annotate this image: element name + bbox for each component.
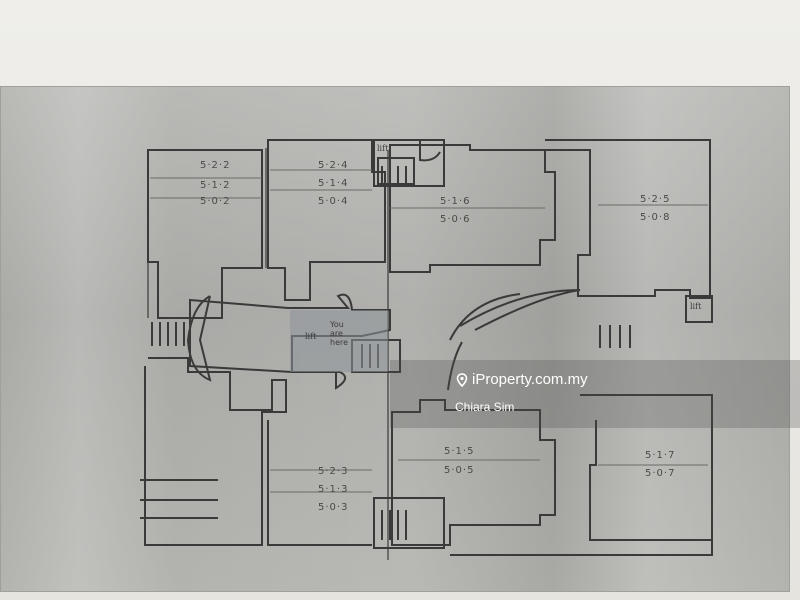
lift-box-top [373, 139, 445, 187]
unit-label: 5·1·2 [200, 180, 231, 191]
stair-top [377, 157, 415, 185]
watermark-logo: iProperty.com.my [455, 371, 588, 388]
unit-label: 5·1·4 [318, 178, 349, 189]
wall-outline-n-center [389, 144, 556, 273]
wall-outline-ne [545, 139, 711, 299]
you-are-here-line: here [330, 338, 349, 347]
unit-label: 5·0·3 [318, 502, 349, 513]
unit-label: 5·1·7 [645, 450, 676, 461]
you-are-here-line: You [330, 320, 344, 329]
watermark-brand: iProperty.com.my [472, 371, 588, 388]
you-are-here-line: are [330, 329, 343, 338]
wall-outline-s-center [391, 399, 556, 546]
lift-box-bottom [373, 497, 445, 549]
unit-label: 5·1·5 [444, 446, 475, 457]
unit-label: 5·0·8 [640, 212, 671, 223]
lift-box-right [685, 295, 713, 323]
you-are-here-text: You are here [330, 320, 360, 347]
lift-label-top: lift [377, 144, 389, 153]
unit-label: 5·2·3 [318, 466, 349, 477]
unit-label: 5·2·4 [318, 160, 349, 171]
wall-outline-nw [147, 149, 263, 319]
lift-label-right: lift [690, 302, 702, 311]
watermark-band [390, 360, 800, 428]
unit-label: 5·0·6 [440, 214, 471, 225]
unit-label: 5·1·6 [440, 196, 471, 207]
watermark-agent: Chiara Sim [455, 400, 515, 414]
stair-left [151, 322, 185, 346]
stair-right [599, 325, 631, 348]
wall-outline-n [267, 139, 386, 301]
wall-outline-s [267, 420, 372, 546]
unit-label: 5·0·5 [444, 465, 475, 476]
unit-label: 5·0·4 [318, 196, 349, 207]
wall-outline-se [450, 394, 713, 556]
wall-outline-sw [144, 357, 287, 546]
lift-label-center: lift [305, 332, 317, 341]
location-pin-icon [456, 372, 468, 387]
unit-label: 5·2·2 [200, 160, 231, 171]
unit-label: 5·0·2 [200, 196, 231, 207]
unit-label: 5·1·3 [318, 484, 349, 495]
unit-label: 5·2·5 [640, 194, 671, 205]
unit-label: 5·0·7 [645, 468, 676, 479]
you-are-here-marker [290, 310, 388, 372]
